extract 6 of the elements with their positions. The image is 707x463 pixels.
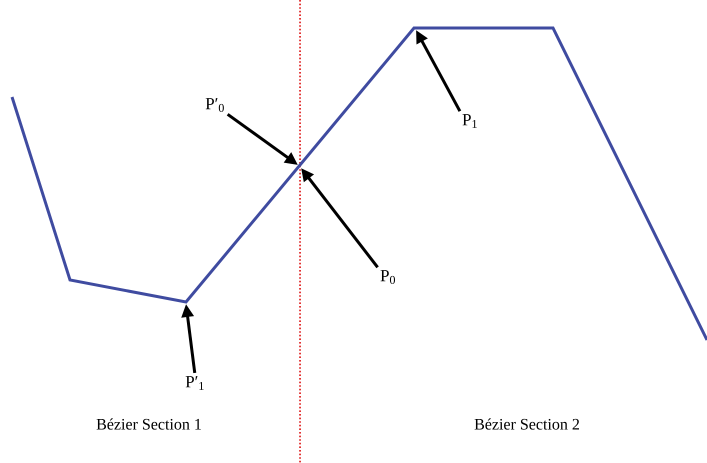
section-label: Bézier Section 2 — [474, 418, 579, 430]
section-label: Bézier Section 1 — [96, 418, 201, 430]
point-label: P$_{0}$ — [380, 270, 395, 284]
point-label: P′$_{1}$ — [186, 376, 204, 390]
point-label: P$_{1}$ — [462, 114, 477, 128]
point-label: P′$_{0}$ — [206, 98, 224, 112]
